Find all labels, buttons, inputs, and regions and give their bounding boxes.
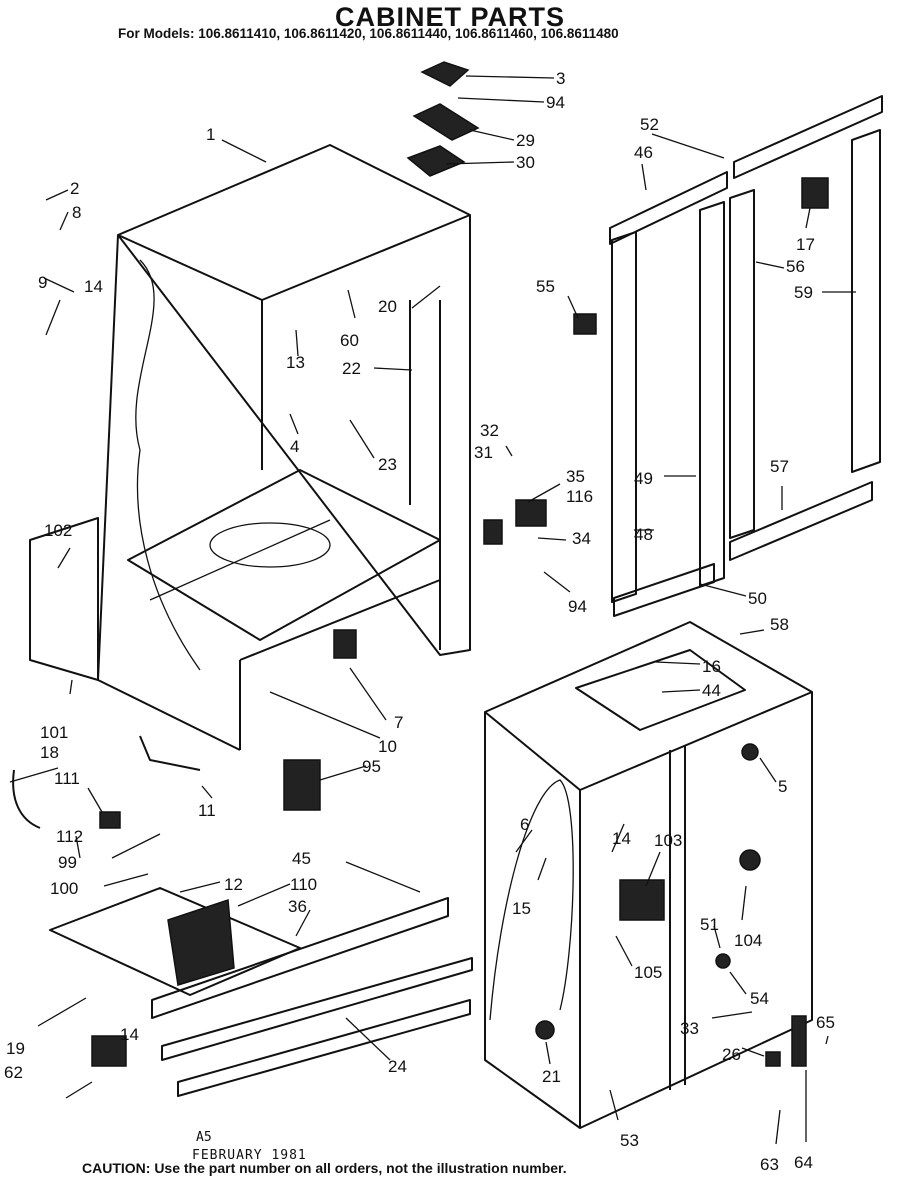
callout-58: 58 xyxy=(770,615,789,634)
base-panels xyxy=(29,517,473,1097)
callout-6: 6 xyxy=(520,815,529,834)
callout-36: 36 xyxy=(288,897,307,916)
callout-116: 116 xyxy=(566,487,593,506)
callout-111: 111 xyxy=(54,769,80,788)
callout-19: 19 xyxy=(6,1039,25,1058)
callout-3: 3 xyxy=(556,69,565,88)
callout-4: 4 xyxy=(290,437,299,456)
callout-44: 44 xyxy=(702,681,721,700)
leader-lines xyxy=(9,75,856,1145)
model-numbers: For Models: 106.8611410, 106.8611420, 10… xyxy=(118,26,619,41)
callout-9: 9 xyxy=(38,273,47,292)
callout-22: 22 xyxy=(342,359,361,378)
lower-cabinet-frame xyxy=(484,621,813,1129)
callout-105: 105 xyxy=(634,963,662,982)
upper-cabinet-frame xyxy=(97,144,471,751)
callout-11: 11 xyxy=(198,801,216,820)
callout-112: 112 xyxy=(56,827,83,846)
callout-33: 33 xyxy=(680,1019,699,1038)
callout-29: 29 xyxy=(516,131,535,150)
callout-35: 35 xyxy=(566,467,585,486)
callout-32: 32 xyxy=(480,421,499,440)
callout-64: 64 xyxy=(794,1153,813,1172)
callout-110: 110 xyxy=(290,875,317,894)
callout-94: 94 xyxy=(546,93,565,112)
callout-100: 100 xyxy=(50,879,78,898)
callout-31: 31 xyxy=(474,443,493,462)
small-parts xyxy=(12,61,829,1067)
callout-49: 49 xyxy=(634,469,653,488)
callout-57: 57 xyxy=(770,457,789,476)
callout-62: 62 xyxy=(4,1063,23,1082)
callout-14: 14 xyxy=(84,277,103,296)
callout-51: 51 xyxy=(700,915,719,934)
callout-94: 94 xyxy=(568,597,587,616)
callout-1: 1 xyxy=(206,125,215,144)
callout-8: 8 xyxy=(72,203,81,222)
callout-65: 65 xyxy=(816,1013,835,1032)
callout-45: 45 xyxy=(292,849,311,868)
callout-56: 56 xyxy=(786,257,805,276)
callout-30: 30 xyxy=(516,153,535,172)
callout-104: 104 xyxy=(734,931,762,950)
callout-20: 20 xyxy=(378,297,397,316)
callout-102: 102 xyxy=(44,521,72,540)
callout-60: 60 xyxy=(340,331,359,350)
callout-15: 15 xyxy=(512,899,531,918)
callout-55: 55 xyxy=(536,277,555,296)
callout-17: 17 xyxy=(796,235,815,254)
callout-18: 18 xyxy=(40,743,59,762)
callout-12: 12 xyxy=(224,875,243,894)
callout-101: 101 xyxy=(40,723,68,742)
door-trim-pieces xyxy=(609,95,883,617)
stamp-code: A5 xyxy=(196,1130,212,1145)
callout-7: 7 xyxy=(394,713,403,732)
callout-14: 14 xyxy=(612,829,631,848)
callout-50: 50 xyxy=(748,589,767,608)
callout-53: 53 xyxy=(620,1131,639,1150)
callout-59: 59 xyxy=(794,283,813,302)
callout-21: 21 xyxy=(542,1067,561,1086)
callout-26: 26 xyxy=(722,1045,741,1064)
callout-103: 103 xyxy=(654,831,682,850)
callout-14: 14 xyxy=(120,1025,139,1044)
callout-10: 10 xyxy=(378,737,397,756)
callout-99: 99 xyxy=(58,853,77,872)
callout-5: 5 xyxy=(778,777,787,796)
callout-48: 48 xyxy=(634,525,653,544)
caution-note: CAUTION: Use the part number on all orde… xyxy=(82,1160,567,1176)
stamp-date: FEBRUARY 1981 xyxy=(192,1148,307,1163)
callout-34: 34 xyxy=(572,529,591,548)
callout-52: 52 xyxy=(640,115,659,134)
callout-63: 63 xyxy=(760,1155,779,1174)
callout-16: 16 xyxy=(702,657,721,676)
diagram-title: CABINET PARTS xyxy=(334,2,565,32)
callout-2: 2 xyxy=(70,179,79,198)
callout-46: 46 xyxy=(634,143,653,162)
callout-24: 24 xyxy=(388,1057,407,1076)
callout-95: 95 xyxy=(362,757,381,776)
callout-23: 23 xyxy=(378,455,397,474)
callout-54: 54 xyxy=(750,989,769,1008)
callout-13: 13 xyxy=(286,353,305,372)
